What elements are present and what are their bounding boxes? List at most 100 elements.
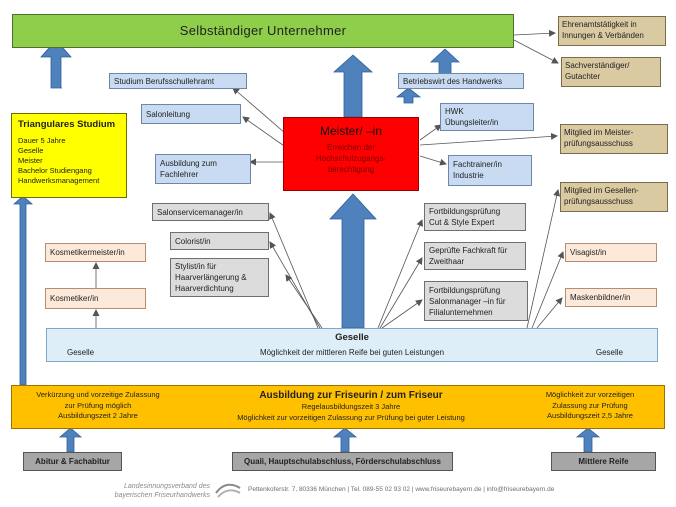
mitglied-gesellen-line-2: prüfungsausschuss xyxy=(564,197,633,206)
ausbildung-bar: Verkürzung und vorzeitige Zulassung zur … xyxy=(11,385,665,429)
geselle-right: Geselle xyxy=(595,348,623,357)
ausbildung-left-block: Verkürzung und vorzeitige Zulassung zur … xyxy=(16,390,180,422)
triangular-studium-box: Triangulares Studium Dauer 5 Jahre Gesel… xyxy=(11,113,127,198)
betriebswirt-label: Betriebswirt des Handwerks xyxy=(403,77,503,86)
triangular-line-3: Meister xyxy=(18,156,43,165)
arrow-geselle-to-triangular xyxy=(12,195,34,386)
arrow-geselle-to-meister xyxy=(329,193,377,329)
footer-org-line-2: bayerischen Friseurhandwerks xyxy=(114,492,210,499)
quali-label: Quali, Hauptschulabschluss, Förderschula… xyxy=(244,457,441,466)
mitglied-meister-line-2: prüfungsausschuss xyxy=(564,139,633,148)
ausbildung-right-block: Möglichkeit zur vorzeitigen Zulassung zu… xyxy=(520,390,660,422)
salonmanager-line-3: Filialunternehmen xyxy=(429,308,493,317)
geselle-middle: Möglichkeit der mittleren Reife bei gute… xyxy=(259,348,445,357)
mittlere-reife-box: Mittlere Reife xyxy=(551,452,656,471)
geselle-title: Geselle xyxy=(335,332,369,343)
meister-subtitle-line-2: Hochschulzugangs- xyxy=(315,154,387,163)
sachverstaendiger-line-1: Sachverständiger/ xyxy=(565,61,630,70)
ausbildung-right-line-2: Zulassung zur Prüfung xyxy=(552,400,628,410)
arrow-to-colorist xyxy=(269,241,321,329)
arrow-to-visagist xyxy=(531,251,564,329)
ehrenamt-line-1: Ehrenamtstätigkeit in xyxy=(562,20,637,29)
salonmanager-line-1: Fortbildungsprüfung xyxy=(429,286,501,295)
quali-box: Quali, Hauptschulabschluss, Förderschula… xyxy=(232,452,453,471)
fortbildung-cut-style-box: Fortbildungsprüfung Cut & Style Expert xyxy=(424,203,526,231)
salonservicemanager-box: Salonservicemanager/in xyxy=(152,203,269,221)
fachlehrer-line-2: Fachlehrer xyxy=(160,170,199,179)
arrow-banner-to-ehrenamt xyxy=(513,29,556,37)
cut-style-line-1: Fortbildungsprüfung xyxy=(429,207,501,216)
ehrenamt-box: Ehrenamtstätigkeit in Innungen & Verbänd… xyxy=(558,16,666,46)
arrow-to-hwk xyxy=(419,124,442,141)
visagist-box: Visagist/in xyxy=(565,243,657,262)
fachlehrer-line-1: Ausbildung zum xyxy=(160,159,217,168)
stylist-line-1: Stylist/in für xyxy=(175,262,217,271)
hwk-line-1: HWK xyxy=(445,107,464,116)
zweithaar-line-2: Zweithaar xyxy=(429,257,465,266)
arrow-banner-to-sachverstaendiger xyxy=(513,39,559,64)
sachverstaendiger-line-2: Gutachter xyxy=(565,72,601,81)
footer-org-line-1: Landesinnungsverband des xyxy=(123,483,210,490)
ausbildung-center-line-1: Regelausbildungszeit 3 Jahre xyxy=(301,402,401,411)
fachtrainer-box: Fachtrainer/in Industrie xyxy=(448,155,532,186)
triangular-line-1: Dauer 5 Jahre xyxy=(18,136,66,145)
stylist-line-2: Haarverlängerung & xyxy=(175,273,247,282)
arrow-to-mitglied-gesellen xyxy=(526,189,561,329)
abitur-box: Abitur & Fachabitur xyxy=(23,452,122,471)
arrow-hwk-to-betriebswirt xyxy=(395,87,422,104)
maskenbildner-box: Maskenbildner/in xyxy=(565,288,657,307)
ausbildung-left-line-1: Verkürzung und vorzeitige Zulassung xyxy=(36,390,160,399)
kosmetiker-box: Kosmetiker/in xyxy=(45,288,146,309)
sachverstaendiger-box: Sachverständiger/ Gutachter xyxy=(561,57,661,87)
salonservicemanager-label: Salonservicemanager/in xyxy=(157,208,243,217)
arrow-to-mitglied-meister xyxy=(419,132,558,146)
arrow-to-salonleitung xyxy=(242,116,288,149)
geselle-left: Geselle xyxy=(67,348,95,357)
arrow-quali-up xyxy=(332,427,358,453)
salonleitung-box: Salonleitung xyxy=(141,104,241,124)
kosmetikermeister-box: Kosmetikermeister/in xyxy=(45,243,146,262)
kosmetiker-label: Kosmetiker/in xyxy=(50,294,99,303)
visagist-label: Visagist/in xyxy=(570,248,607,257)
fachtrainer-line-1: Fachtrainer/in xyxy=(453,160,502,169)
arrow-abitur-up xyxy=(58,427,83,453)
triangular-title: Triangulares Studium xyxy=(18,119,116,130)
arrow-to-salonservice xyxy=(269,212,319,329)
footer-contact: Pettenkoferstr. 7, 80336 München | Tel. … xyxy=(248,486,555,493)
maskenbildner-label: Maskenbildner/in xyxy=(570,293,631,302)
ausbildung-center-title: Ausbildung zur Friseurin / zum Friseur xyxy=(259,390,443,401)
mitglied-meister-box: Mitglied im Meister- prüfungsausschuss xyxy=(560,124,668,154)
arrow-meister-to-top xyxy=(332,54,374,118)
kosmetikermeister-label: Kosmetikermeister/in xyxy=(50,248,125,257)
studium-berufsschullehramt-label: Studium Berufsschullehramt xyxy=(114,77,215,86)
organization-logo-icon xyxy=(215,483,241,498)
arrow-to-zweithaar xyxy=(379,257,423,329)
salonleitung-label: Salonleitung xyxy=(146,110,191,119)
arrow-to-stylist xyxy=(285,274,323,329)
arrow-mittlere-up xyxy=(575,427,601,453)
arrow-to-cut-style xyxy=(377,219,423,329)
ausbildung-right-line-1: Möglichkeit zur vorzeitigen xyxy=(545,390,635,399)
meister-subtitle-line-1: Erreichen der xyxy=(326,143,376,152)
ausbildung-left-line-2: zur Prüfung möglich xyxy=(64,400,132,410)
stylist-box: Stylist/in für Haarverlängerung & Haarve… xyxy=(170,258,269,297)
gepruefte-fachkraft-box: Geprüfte Fachkraft für Zweithaar xyxy=(424,242,526,270)
ehrenamt-line-2: Innungen & Verbänden xyxy=(562,31,644,40)
ausbildung-fachlehrer-box: Ausbildung zum Fachlehrer xyxy=(155,154,251,184)
hwk-box: HWK Übungsleiter/in xyxy=(440,103,534,131)
zweithaar-line-1: Geprüfte Fachkraft für xyxy=(429,246,508,255)
fortbildung-salonmanager-box: Fortbildungsprüfung Salonmanager –in für… xyxy=(424,281,528,321)
triangular-line-4: Bachelor Studiengang xyxy=(18,166,92,175)
salonmanager-line-2: Salonmanager –in für xyxy=(429,297,506,306)
geselle-bar: Geselle Geselle Möglichkeit der mittlere… xyxy=(46,328,658,362)
hwk-line-2: Übungsleiter/in xyxy=(445,118,499,127)
studium-berufsschullehramt-box: Studium Berufsschullehramt xyxy=(109,73,247,89)
abitur-label: Abitur & Fachabitur xyxy=(35,457,110,466)
meister-title: Meister/ –in xyxy=(319,124,383,138)
colorist-box: Colorist/in xyxy=(170,232,269,250)
colorist-label: Colorist/in xyxy=(175,237,211,246)
selbstaendiger-unternehmer-banner: Selbständiger Unternehmer xyxy=(12,14,514,48)
ausbildung-center-line-2: Möglichkeit zur vorzeitigen Zulassung zu… xyxy=(237,412,465,422)
